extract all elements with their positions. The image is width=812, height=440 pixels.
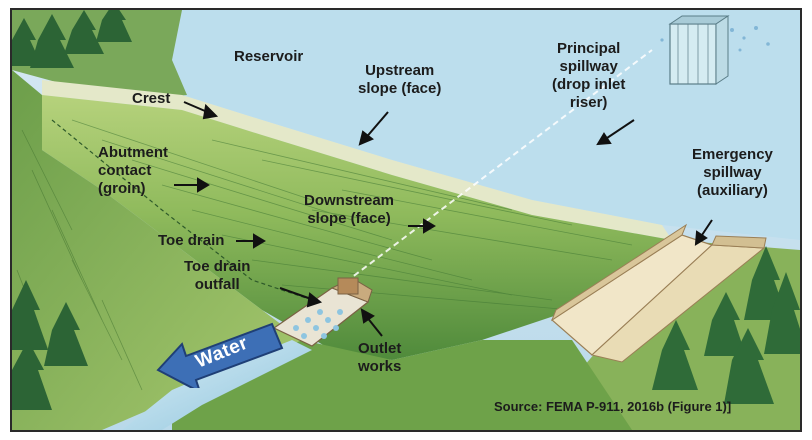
emergency-spillway-line-3: (auxiliary) — [697, 182, 768, 199]
principal-spillway-line-1: Principal — [556, 40, 621, 57]
downstream-slope-line-2: slope (face) — [307, 210, 391, 227]
principal-spillway-conduit — [321, 49, 653, 301]
upstream-slope-label: Upstream slope (face) — [358, 62, 441, 98]
upstream-slope-band — [42, 80, 672, 240]
toe-drain-line — [51, 119, 313, 301]
crest-label: Crest — [132, 90, 171, 107]
principal-spillway-line-4: riser) — [569, 94, 608, 111]
downstream-slope-line-1: Downstream — [304, 192, 395, 209]
toe-drain-outfall-line-1: Toe drain — [184, 258, 251, 275]
abutment-contact-line-3: (groin) — [98, 180, 146, 197]
stream — [122, 340, 312, 430]
reservoir-label: Reservoir — [234, 48, 304, 65]
downstream-slope-label: Downstream slope (face) — [304, 192, 394, 228]
source-caption: Source: FEMA P-911, 2016b (Figure 1)] — [494, 399, 732, 414]
outlet-works-structure — [272, 277, 373, 347]
emergency-spillway-structure — [550, 223, 767, 363]
upstream-slope-line-1: Upstream — [365, 62, 435, 79]
emergency-spillway-line-1: Emergency — [692, 146, 773, 163]
principal-spillway-line-3: (drop inlet — [552, 76, 626, 93]
illustration-frame: Water Reservoir Crest Upstream slope (fa… — [10, 8, 802, 432]
downstream-slope — [42, 95, 672, 360]
label-arrows — [174, 101, 713, 337]
abutment-contact-line-1: Abutment — [98, 144, 168, 161]
emergency-spillway-label: Emergency spillway (auxiliary) — [692, 146, 773, 200]
upstream-slope-line-2: slope (face) — [358, 80, 442, 97]
toe-drain-label: Toe drain — [158, 232, 225, 249]
principal-spillway-label: Principal spillway (drop inlet riser) — [552, 40, 625, 112]
outlet-works-line-1: Outlet — [358, 340, 402, 357]
right-trees — [652, 246, 800, 404]
water-flow-arrow: Water — [152, 318, 292, 395]
drop-inlet-riser — [668, 15, 730, 85]
abutment-contact-line-2: contact — [98, 162, 152, 179]
outlet-works-label: Outlet works — [358, 340, 401, 376]
abutment-contact-label: Abutment contact (groin) — [98, 144, 168, 198]
principal-spillway-line-2: spillway — [559, 58, 618, 75]
outlet-works-line-2: works — [358, 358, 402, 375]
slope-hatching — [71, 119, 633, 311]
reservoir-water — [162, 10, 800, 240]
emergency-spillway-line-2: spillway — [703, 164, 762, 181]
riser-ripples — [660, 26, 770, 52]
toe-drain-outfall-line-2: outfall — [194, 276, 240, 293]
toe-drain-outfall-label: Toe drain outfall — [184, 258, 250, 294]
left-trees — [12, 10, 132, 410]
